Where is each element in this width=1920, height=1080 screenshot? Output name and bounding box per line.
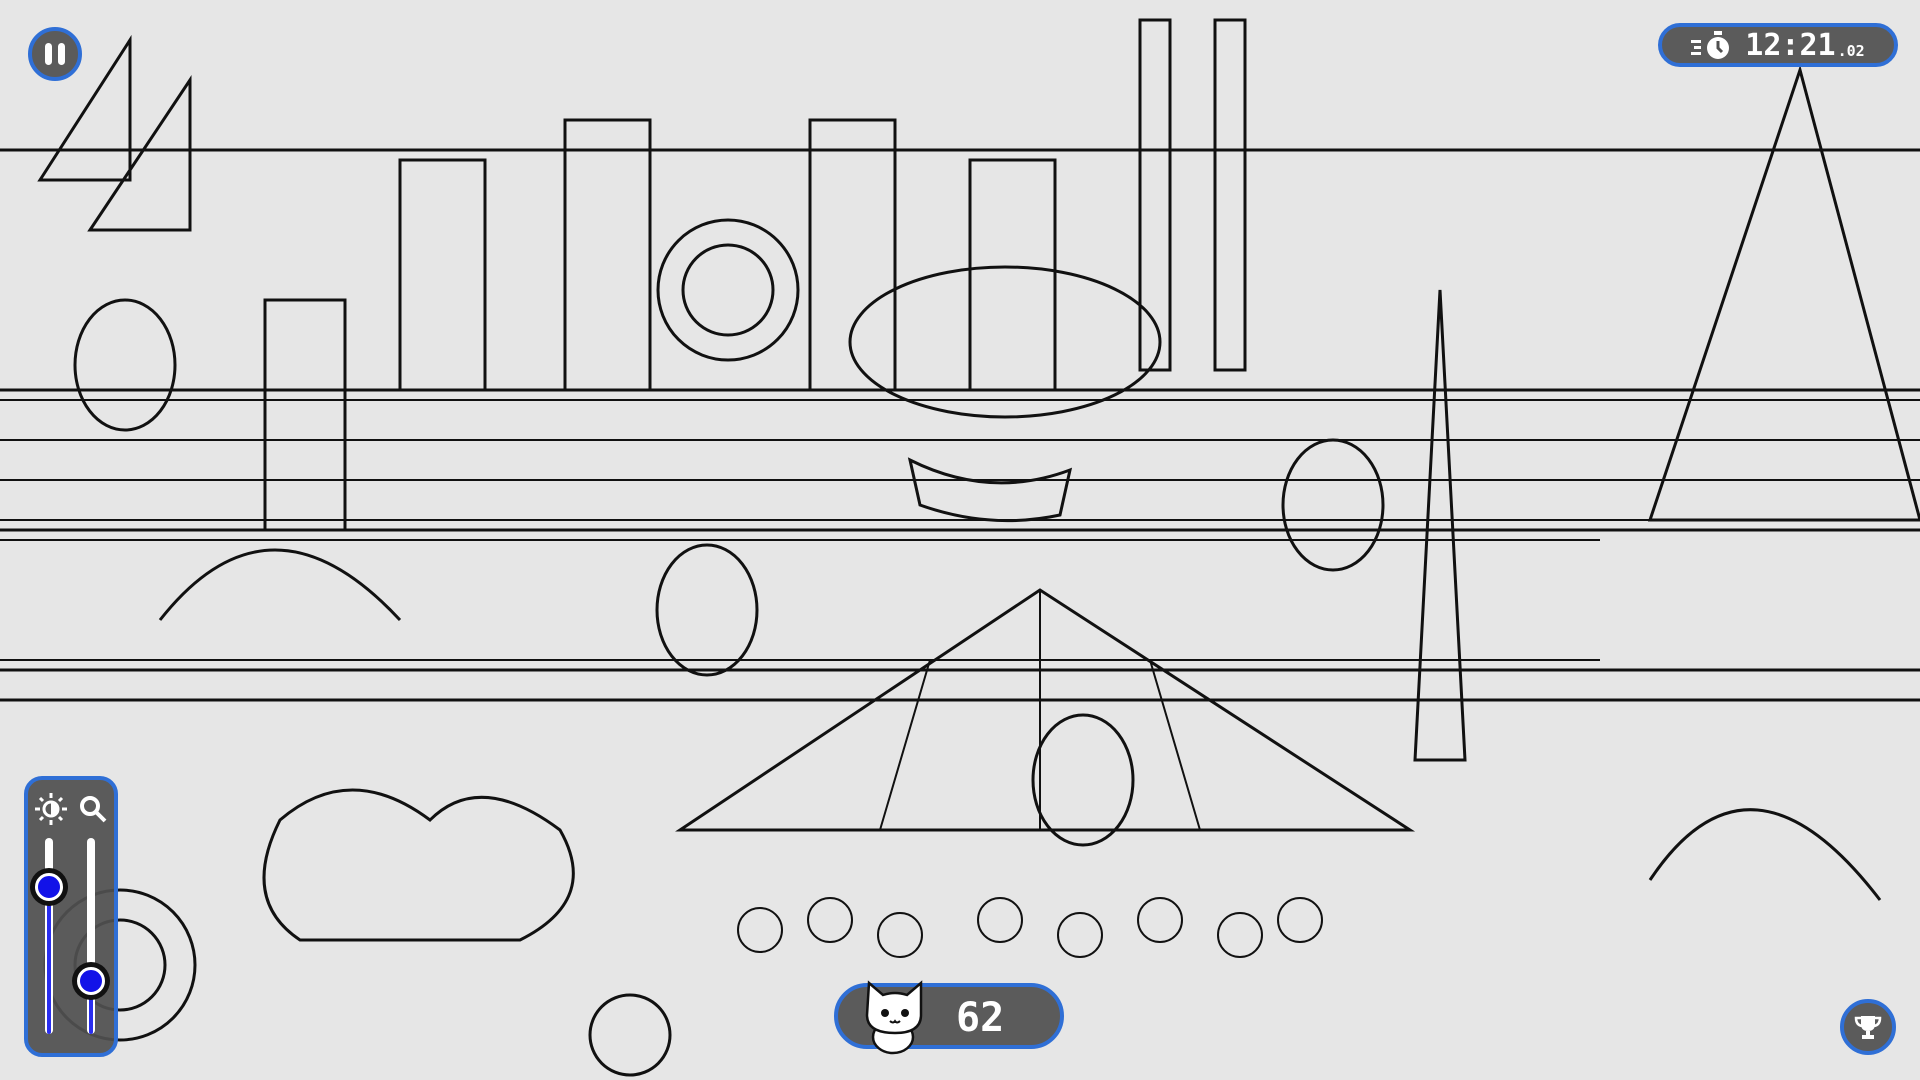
timer-time: 12:21 [1745, 27, 1836, 63]
timer-display: 12:21 .02 [1658, 23, 1898, 67]
zoom-slider[interactable] [77, 838, 105, 1034]
magnifier-icon [80, 796, 107, 823]
trophy-icon [1854, 1016, 1882, 1039]
found-count: 62 [956, 995, 1005, 1041]
building-windows [263, 18, 1247, 532]
zoom-slider-thumb[interactable] [77, 967, 105, 996]
flowers [737, 897, 1323, 958]
balcony-row-lower [0, 539, 1600, 661]
brightness-slider[interactable] [35, 838, 63, 1034]
zoom-slider-fill [89, 981, 93, 1034]
pause-button[interactable] [28, 27, 82, 81]
brightness-icon [35, 793, 67, 825]
pause-icon [45, 43, 65, 65]
view-controls-panel [24, 776, 118, 1057]
brightness-slider-fill [47, 887, 51, 1034]
cat-icon [865, 980, 923, 1055]
trophy-button[interactable] [1840, 999, 1896, 1055]
timer-fraction: .02 [1837, 42, 1865, 60]
stopwatch-icon [1691, 31, 1730, 59]
brightness-slider-thumb[interactable] [35, 873, 63, 901]
balcony-row [0, 399, 1920, 521]
skyline-lines [0, 148, 1920, 702]
